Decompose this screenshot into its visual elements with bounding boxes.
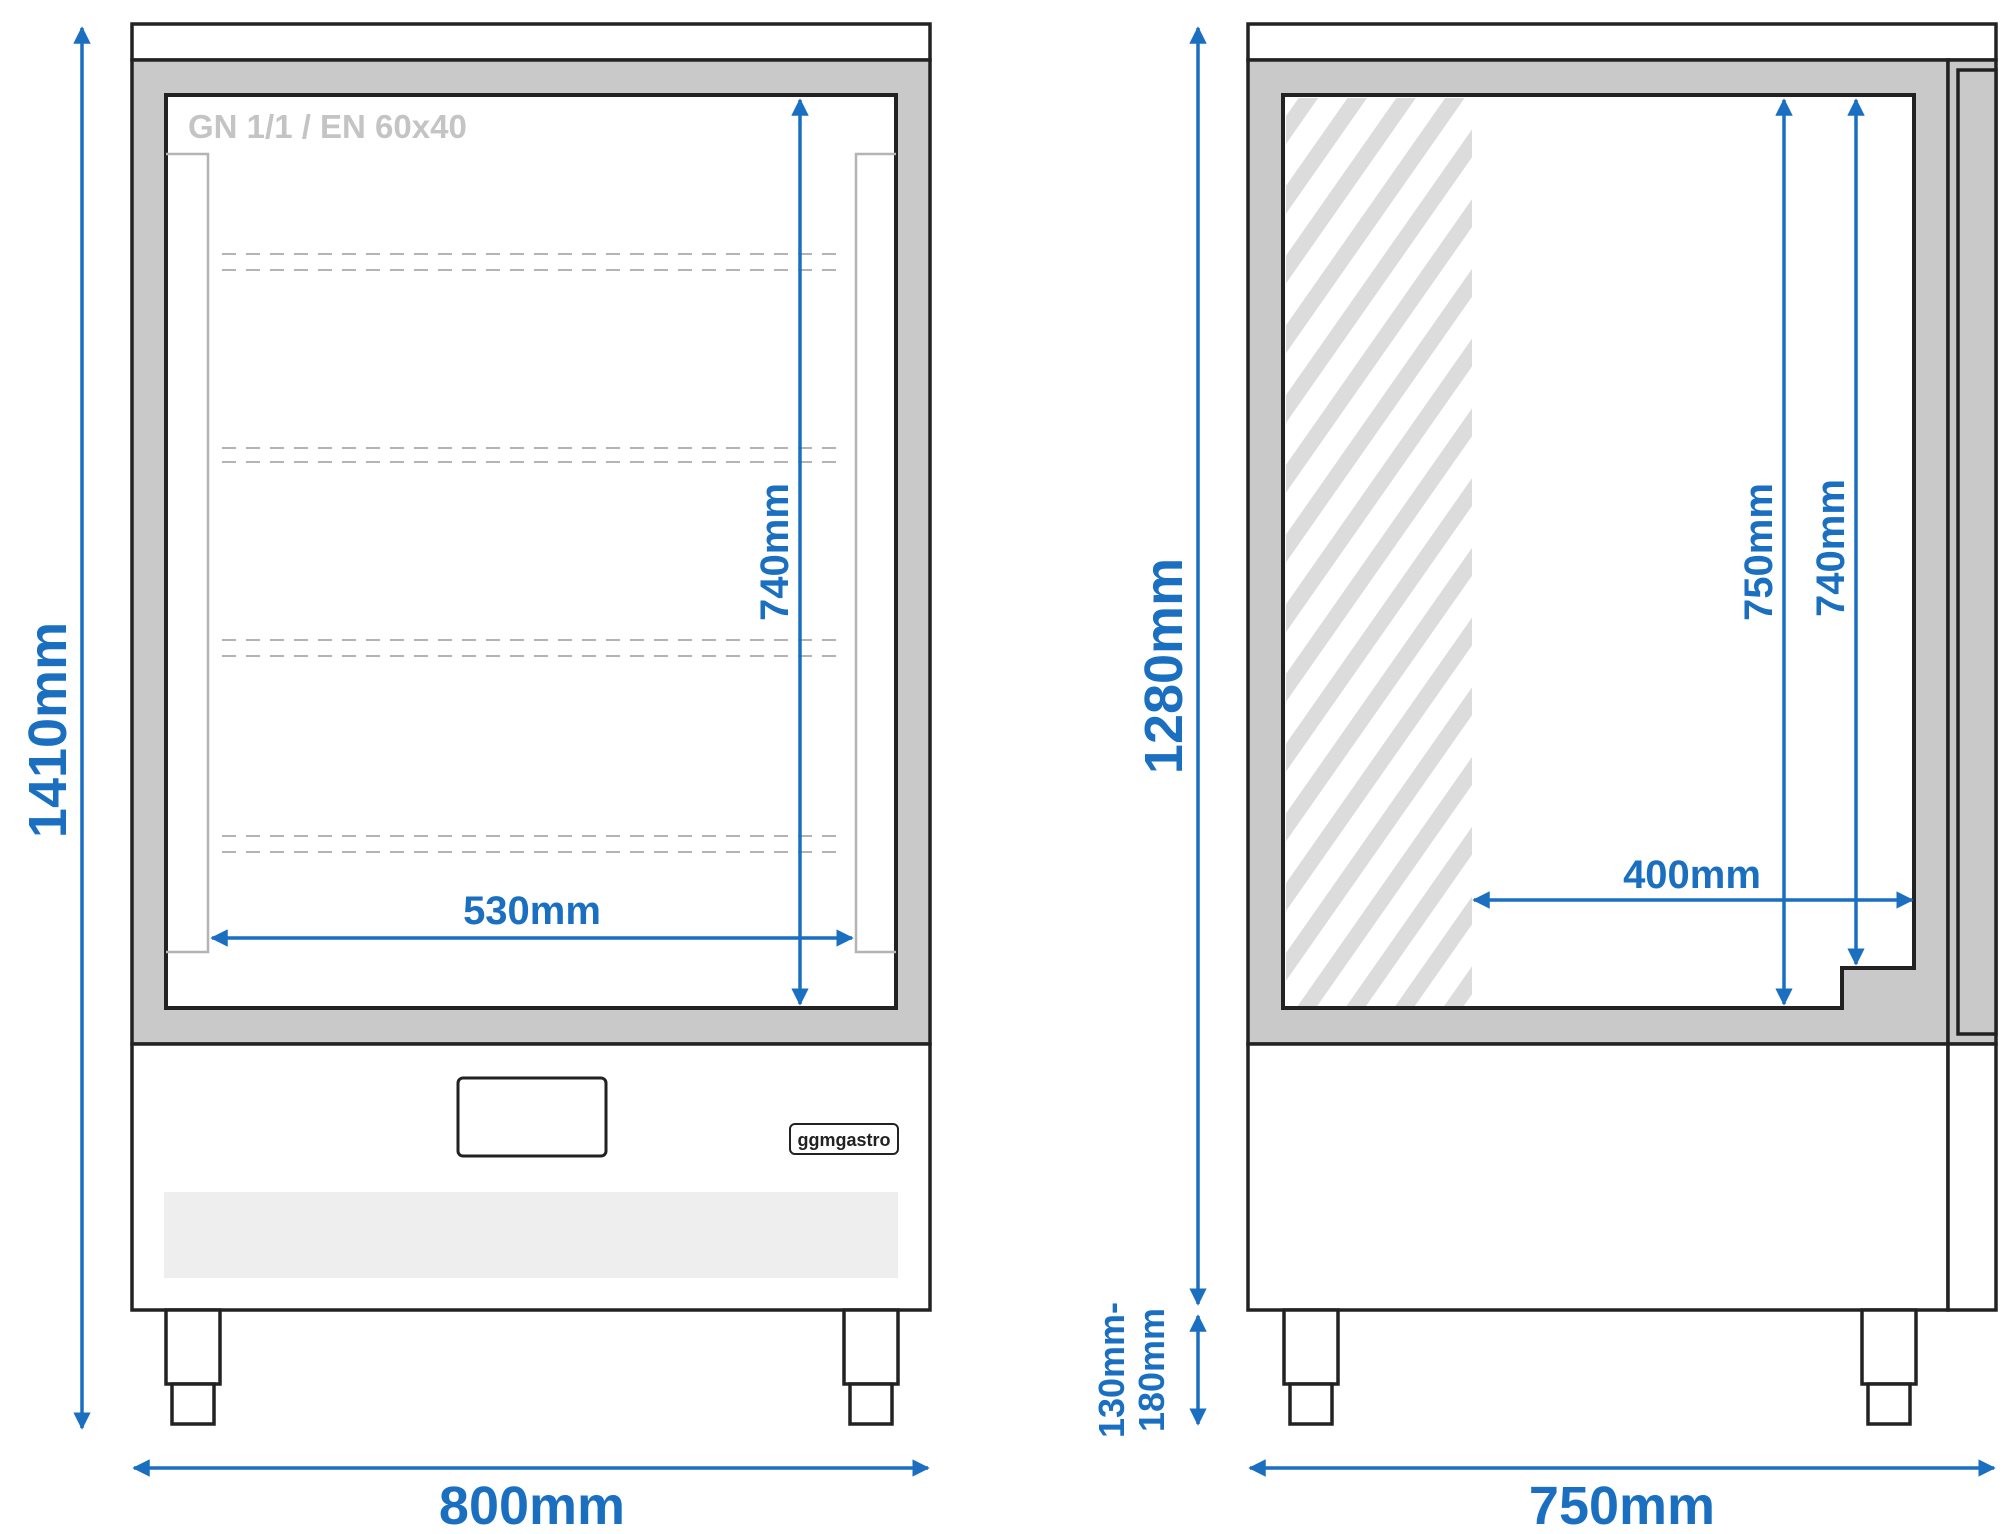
gn-label: GN 1/1 / EN 60x40 (188, 108, 467, 145)
shelf-line (222, 447, 846, 463)
dim-total-width: 800mm (439, 1476, 625, 1534)
side-top-panel (1246, 22, 1998, 62)
side-foot-left (1288, 1382, 1334, 1426)
brand-logo-text: ggmgastro (797, 1130, 890, 1150)
brand-badge (789, 1123, 899, 1155)
side-foot-right (1866, 1382, 1912, 1426)
dim-leg-height-line1: 130mm- (1091, 1302, 1132, 1438)
side-leg-left (1282, 1308, 1340, 1386)
front-foot-right (848, 1382, 894, 1426)
dim-leg-height-line2: 180mm (1131, 1308, 1172, 1432)
shelf-line (222, 835, 846, 853)
dim-total-height: 1410mm (18, 622, 78, 838)
front-rail-right (854, 152, 896, 954)
dim-inner-height-b: 740mm (1809, 479, 1853, 617)
dim-total-depth: 750mm (1529, 1476, 1715, 1534)
side-view: 1280mm 130mm- 180mm 750mm 740mm 400mm 75… (1091, 22, 1998, 1534)
front-leg-right (842, 1308, 900, 1386)
shelf-line (222, 639, 846, 657)
side-base-panel (1246, 1042, 1950, 1312)
front-view: GN 1/1 / EN 60x40 ggmgastro 1410mm 740mm… (18, 22, 932, 1534)
side-base-door (1946, 1042, 1998, 1312)
front-leg-left (164, 1308, 222, 1386)
front-rail-left (166, 152, 210, 954)
dim-body-height: 1280mm (1134, 558, 1194, 774)
front-foot-left (170, 1382, 216, 1426)
side-door-handle (1956, 68, 1998, 1036)
hatched-zone (1286, 98, 1472, 1006)
dim-inner-height: 740mm (753, 483, 797, 621)
dim-inner-height-a: 750mm (1737, 483, 1781, 621)
side-leg-right (1860, 1308, 1918, 1386)
dim-inner-width: 530mm (463, 889, 601, 933)
dim-inner-depth: 400mm (1623, 853, 1761, 897)
front-shelves (222, 253, 846, 853)
front-top-panel (130, 22, 932, 62)
ventilation-grille (164, 1192, 898, 1278)
front-glass-area (164, 93, 898, 1010)
shelf-line (222, 253, 846, 271)
control-display (456, 1076, 608, 1158)
